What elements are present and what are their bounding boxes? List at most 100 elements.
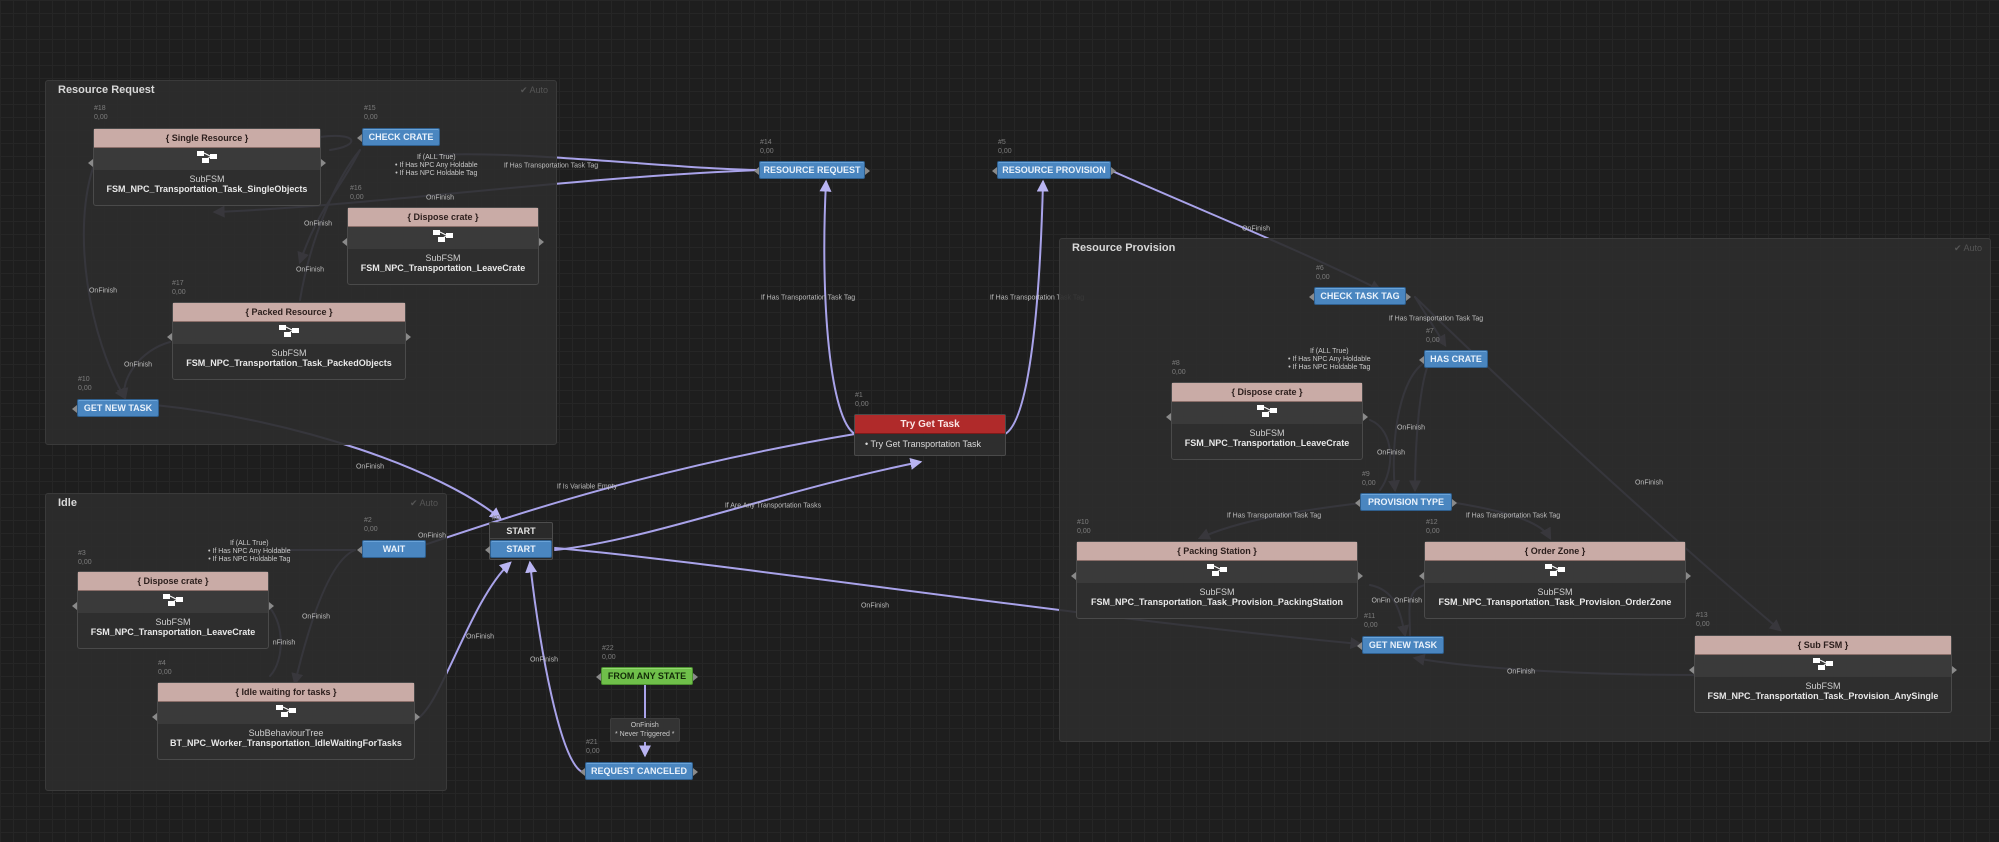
out-port[interactable]: [1111, 167, 1116, 175]
in-port[interactable]: [1419, 356, 1424, 364]
wire-label: OnFinish: [1241, 225, 1271, 233]
state-sub-fsm[interactable]: { Sub FSM } SubFSM FSM_NPC_Transportatio…: [1689, 635, 1957, 713]
state-order-zone[interactable]: { Order Zone } SubFSM FSM_NPC_Transporta…: [1419, 541, 1691, 619]
node-meta: #3 0,00: [78, 550, 92, 566]
in-port[interactable]: [152, 713, 157, 721]
wire-label: OnFinish: [425, 194, 455, 202]
out-port[interactable]: [415, 713, 420, 721]
subgraph-icon: [1256, 404, 1278, 423]
state-label: GET NEW TASK: [1368, 640, 1438, 650]
in-port[interactable]: [580, 768, 585, 776]
in-port[interactable]: [596, 673, 601, 681]
out-port[interactable]: [1686, 572, 1691, 580]
state-has-crate[interactable]: HAS CRATE: [1419, 350, 1488, 368]
out-port[interactable]: [321, 159, 326, 167]
in-port[interactable]: [167, 333, 172, 341]
state-asset: FSM_NPC_Transportation_Task_Provision_Pa…: [1091, 597, 1343, 607]
state-title: { Dispose crate }: [1172, 383, 1362, 402]
state-wait[interactable]: WAIT: [357, 540, 426, 558]
node-meta: #10 0,00: [1077, 519, 1091, 535]
in-port[interactable]: [1419, 572, 1424, 580]
state-asset: FSM_NPC_Transportation_LeaveCrate: [360, 263, 526, 273]
subgraph-icon: [1206, 563, 1228, 582]
state-type: SubFSM: [1249, 428, 1285, 438]
node-meta: #10 0,00: [78, 376, 92, 392]
state-label: RESOURCE REQUEST: [763, 165, 861, 175]
out-port[interactable]: [1363, 413, 1368, 421]
state-title: { Dispose crate }: [348, 208, 538, 227]
in-port[interactable]: [1689, 666, 1694, 674]
group-title: Idle: [58, 497, 77, 509]
in-port[interactable]: [357, 134, 362, 142]
state-packed-resource[interactable]: { Packed Resource } SubFSM FSM_NPC_Trans…: [167, 302, 411, 380]
start-title: START: [490, 523, 552, 539]
in-port[interactable]: [1357, 642, 1362, 650]
start-button[interactable]: START: [485, 540, 552, 558]
node-meta: #12 0,00: [1426, 519, 1440, 535]
out-port[interactable]: [693, 768, 698, 776]
state-dispose-crate[interactable]: { Dispose crate } SubFSM FSM_NPC_Transpo…: [342, 207, 544, 285]
out-port[interactable]: [539, 238, 544, 246]
in-port[interactable]: [342, 238, 347, 246]
state-rp-dispose-crate[interactable]: { Dispose crate } SubFSM FSM_NPC_Transpo…: [1166, 382, 1368, 460]
in-port[interactable]: [992, 167, 997, 175]
state-check-task-tag[interactable]: CHECK TASK TAG: [1309, 287, 1411, 305]
out-port[interactable]: [1406, 293, 1411, 301]
state-rp-get-new-task[interactable]: GET NEW TASK: [1357, 636, 1444, 654]
in-port[interactable]: [72, 602, 77, 610]
state-label: CHECK TASK TAG: [1320, 291, 1400, 301]
in-port[interactable]: [1309, 293, 1314, 301]
state-type: SubFSM: [189, 174, 225, 184]
state-check-crate[interactable]: CHECK CRATE: [357, 128, 440, 146]
wire: [819, 179, 856, 435]
node-meta: #1 0,00: [855, 392, 869, 408]
out-port[interactable]: [1952, 666, 1957, 674]
wire-label: If Has Transportation Task Tag: [503, 162, 599, 170]
state-label: HAS CRATE: [1430, 354, 1482, 364]
out-port[interactable]: [1452, 499, 1457, 507]
in-port[interactable]: [1071, 572, 1076, 580]
state-get-new-task[interactable]: GET NEW TASK: [72, 399, 159, 417]
state-request-canceled[interactable]: REQUEST CANCELED: [580, 762, 698, 780]
state-resource-request[interactable]: RESOURCE REQUEST: [754, 161, 870, 179]
state-asset: FSM_NPC_Transportation_Task_Provision_Or…: [1438, 597, 1672, 607]
state-single-resource[interactable]: { Single Resource } SubFSM FSM_NPC_Trans…: [88, 128, 326, 206]
in-port[interactable]: [754, 167, 759, 175]
in-port[interactable]: [1166, 413, 1171, 421]
state-title: { Sub FSM }: [1695, 636, 1951, 655]
state-from-any-state[interactable]: FROM ANY STATE: [596, 667, 698, 685]
node-meta: #21 0,00: [586, 739, 600, 755]
state-try-get-task[interactable]: Try Get Task • Try Get Transportation Ta…: [854, 414, 1006, 456]
state-idle-waiting[interactable]: { Idle waiting for tasks } SubBehaviourT…: [152, 682, 420, 760]
subgraph-icon: [1544, 563, 1566, 582]
wire: [1004, 179, 1049, 435]
in-port[interactable]: [72, 405, 77, 413]
state-provision-type[interactable]: PROVISION TYPE: [1355, 493, 1457, 511]
state-start[interactable]: START START: [485, 522, 553, 560]
state-asset: BT_NPC_Worker_Transportation_IdleWaiting…: [170, 738, 402, 748]
out-port[interactable]: [865, 167, 870, 175]
auto-toggle[interactable]: ✔ Auto: [409, 498, 438, 508]
state-packing-station[interactable]: { Packing Station } SubFSM FSM_NPC_Trans…: [1071, 541, 1363, 619]
wire-label: OnFinish: [1396, 424, 1426, 432]
state-type: SubBehaviourTree: [248, 728, 324, 738]
in-port[interactable]: [485, 546, 490, 554]
subgraph-icon: [432, 229, 454, 248]
in-port[interactable]: [357, 546, 362, 554]
in-port[interactable]: [1355, 499, 1360, 507]
state-idle-dispose-crate[interactable]: { Dispose crate } SubFSM FSM_NPC_Transpo…: [72, 571, 274, 649]
out-port[interactable]: [406, 333, 411, 341]
state-resource-provision[interactable]: RESOURCE PROVISION: [992, 161, 1116, 179]
out-port[interactable]: [1358, 572, 1363, 580]
auto-toggle[interactable]: ✔ Auto: [1953, 243, 1982, 253]
in-port[interactable]: [88, 159, 93, 167]
auto-toggle[interactable]: ✔ Auto: [519, 85, 548, 95]
out-port[interactable]: [693, 673, 698, 681]
state-type: SubFSM: [1805, 681, 1841, 691]
state-label: FROM ANY STATE: [607, 671, 687, 681]
wire-label: OnFinish: [1393, 597, 1423, 605]
wire-label: nFinish: [272, 639, 296, 647]
out-port[interactable]: [269, 602, 274, 610]
transition-condition: If (ALL True) • If Has NPC Any Holdable …: [395, 154, 478, 177]
